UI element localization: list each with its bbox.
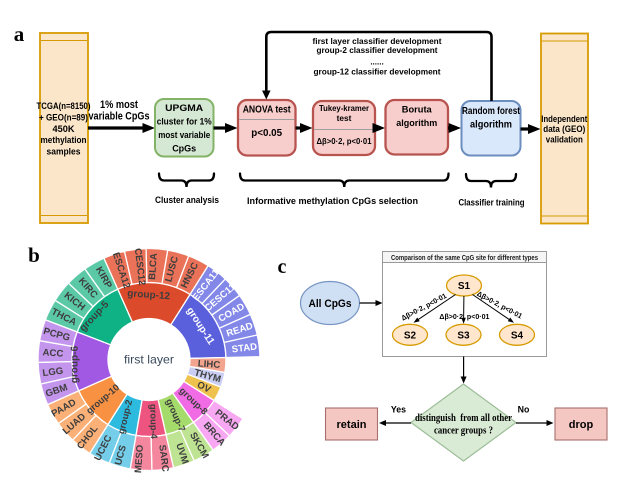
- svg-text:+ GEO(n=89): + GEO(n=89): [39, 113, 88, 123]
- svg-text:c: c: [278, 256, 287, 278]
- svg-text:retain: retain: [337, 419, 367, 431]
- svg-text:cancer groups ?: cancer groups ?: [434, 426, 493, 437]
- svg-text:p<0.05: p<0.05: [251, 128, 282, 139]
- svg-text:......: ......: [370, 57, 383, 66]
- svg-text:Random forest: Random forest: [462, 106, 521, 117]
- svg-text:Classifier training: Classifier training: [459, 196, 525, 207]
- svg-text:450K: 450K: [53, 124, 75, 134]
- svg-text:No: No: [518, 405, 530, 415]
- svg-text:methylation: methylation: [41, 135, 87, 145]
- svg-text:S2: S2: [404, 330, 417, 341]
- svg-text:S1: S1: [458, 281, 471, 292]
- svg-text:algorithm: algorithm: [396, 118, 437, 128]
- svg-text:CpGs: CpGs: [172, 143, 196, 154]
- svg-text:ANOVA test: ANOVA test: [243, 104, 292, 115]
- svg-text:ACC: ACC: [42, 347, 64, 359]
- svg-text:BLCA: BLCA: [147, 253, 160, 280]
- svg-text:Informative methylation CpGs s: Informative methylation CpGs selection: [247, 195, 418, 206]
- svg-text:Δβ>0·2, p<0·01: Δβ>0·2, p<0·01: [317, 136, 372, 146]
- svg-text:Tukey-kramer: Tukey-kramer: [319, 103, 370, 113]
- svg-text:Comparison of the same CpG sit: Comparison of the same CpG site for diff…: [391, 253, 538, 262]
- svg-text:TCGA(n=8150): TCGA(n=8150): [37, 101, 91, 111]
- svg-text:most variable: most variable: [158, 129, 210, 140]
- svg-text:group-12 classifier developmen: group-12 classifier development: [314, 67, 441, 76]
- svg-text:Independent: Independent: [541, 114, 587, 124]
- svg-text:drop: drop: [569, 419, 594, 431]
- svg-text:Yes: Yes: [391, 405, 406, 415]
- svg-text:MESO: MESO: [133, 444, 146, 474]
- svg-text:All CpGs: All CpGs: [309, 298, 352, 310]
- svg-text:b: b: [28, 243, 40, 267]
- svg-text:first layer: first layer: [124, 352, 174, 366]
- svg-text:distinguish from all other: distinguish from all other: [415, 413, 512, 424]
- svg-text:test: test: [337, 113, 352, 123]
- svg-text:samples: samples: [47, 146, 81, 156]
- svg-text:validation: validation: [546, 135, 583, 145]
- svg-text:Boruta: Boruta: [402, 105, 433, 115]
- svg-text:S3: S3: [457, 330, 470, 341]
- svg-text:cluster for 1%: cluster for 1%: [157, 116, 213, 127]
- svg-text:Cluster analysis: Cluster analysis: [155, 194, 219, 205]
- svg-text:algorithm: algorithm: [470, 119, 512, 130]
- svg-text:1% most: 1% most: [100, 99, 138, 111]
- svg-text:group-4: group-4: [148, 404, 160, 440]
- svg-text:first layer classifier develop: first layer classifier development: [313, 37, 442, 46]
- svg-text:Δβ>0·2, p<0·01: Δβ>0·2, p<0·01: [439, 312, 489, 321]
- svg-text:data (GEO): data (GEO): [543, 124, 585, 134]
- svg-text:group-2 classifier development: group-2 classifier development: [317, 46, 438, 55]
- svg-text:variable CpGs: variable CpGs: [89, 111, 150, 123]
- svg-text:group-6: group-6: [69, 345, 80, 383]
- svg-text:a: a: [14, 22, 25, 46]
- svg-text:S4: S4: [511, 330, 524, 341]
- svg-text:UPGMA: UPGMA: [165, 102, 203, 113]
